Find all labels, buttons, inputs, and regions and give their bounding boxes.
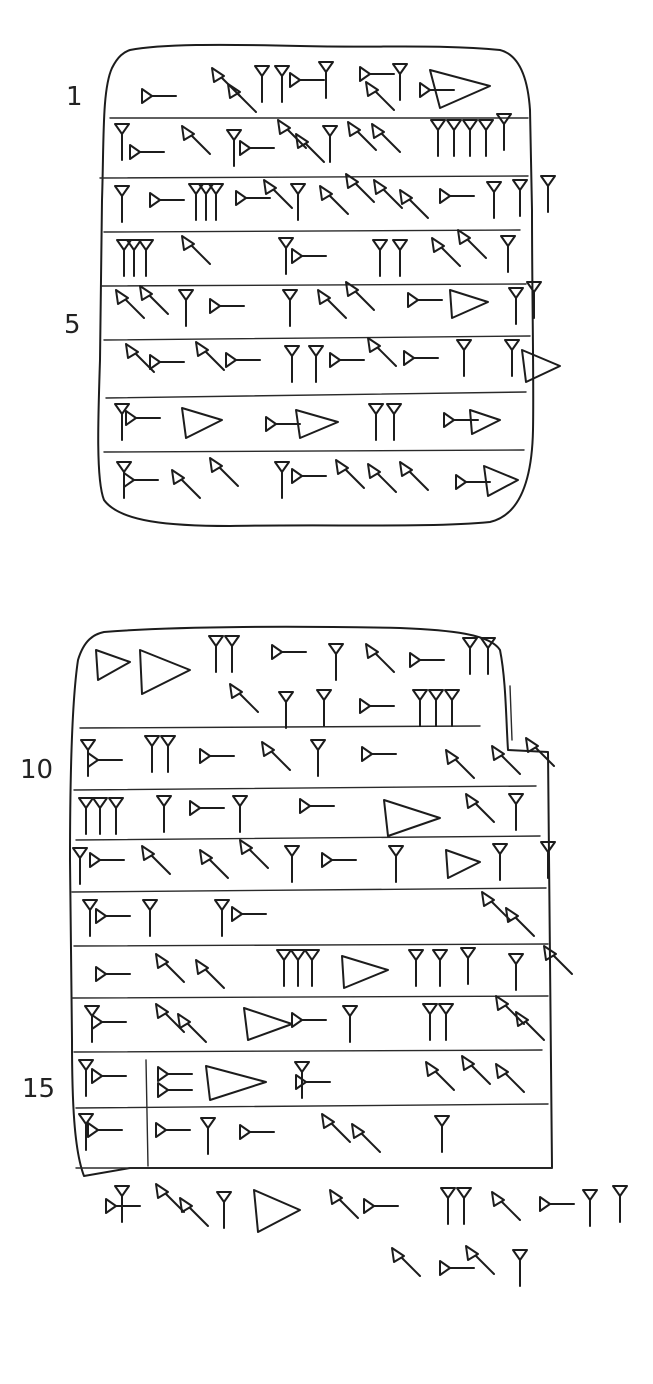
line-number-1: 1 <box>66 82 83 112</box>
obverse <box>97 43 561 527</box>
line-number-5: 5 <box>64 310 81 340</box>
reverse <box>69 625 628 1287</box>
line-number-15: 15 <box>22 1074 56 1104</box>
line-number-10: 10 <box>20 755 54 785</box>
